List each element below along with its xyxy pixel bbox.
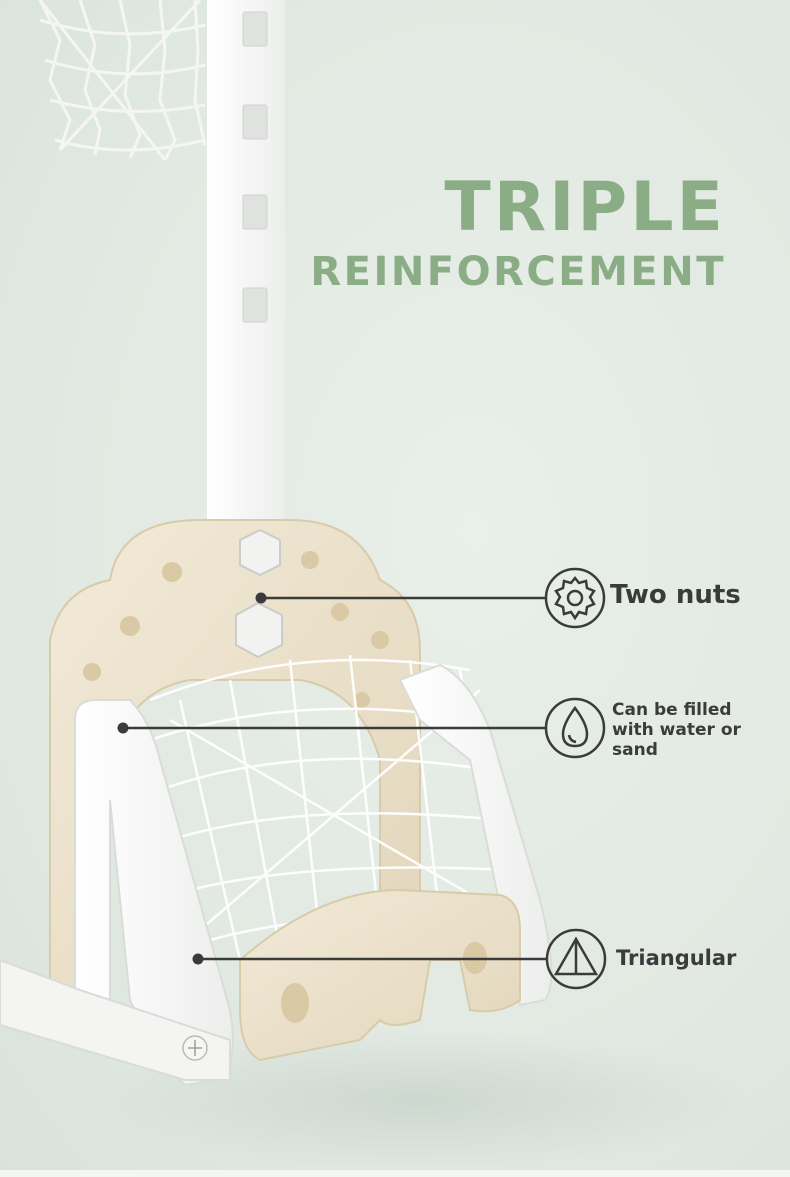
feature-label-fillable-line-3: sand bbox=[612, 740, 658, 760]
pole bbox=[207, 0, 285, 560]
bottom-edge-strip bbox=[0, 1170, 790, 1177]
hex-nuts bbox=[235, 528, 283, 659]
headline-line-1: TRIPLE bbox=[444, 168, 726, 247]
feature-label-fillable: Can be filled with water or sand bbox=[612, 700, 741, 760]
water-drop-icon bbox=[544, 697, 606, 759]
feature-label-two-nuts: Two nuts bbox=[610, 580, 741, 610]
floor-bar bbox=[0, 958, 231, 1081]
floor-shadow bbox=[90, 1030, 750, 1170]
headline: TRIPLE REINFORCEMENT bbox=[310, 172, 726, 296]
feature-label-triangular: Triangular bbox=[616, 946, 737, 970]
feature-label-fillable-line-1: Can be filled bbox=[612, 700, 732, 720]
base-holes bbox=[83, 551, 389, 708]
headline-line-2: REINFORCEMENT bbox=[310, 249, 726, 295]
beige-foot bbox=[239, 888, 521, 1062]
pole-slots bbox=[242, 11, 268, 323]
callout-lines bbox=[123, 596, 546, 961]
beige-base-arch bbox=[49, 519, 421, 1001]
triangle-tent-icon bbox=[545, 928, 607, 990]
nut-gear-icon bbox=[544, 567, 606, 629]
callout-dots bbox=[117, 592, 267, 965]
feature-label-fillable-line-2: with water or bbox=[612, 720, 741, 740]
top-hoop-net bbox=[38, 0, 207, 161]
